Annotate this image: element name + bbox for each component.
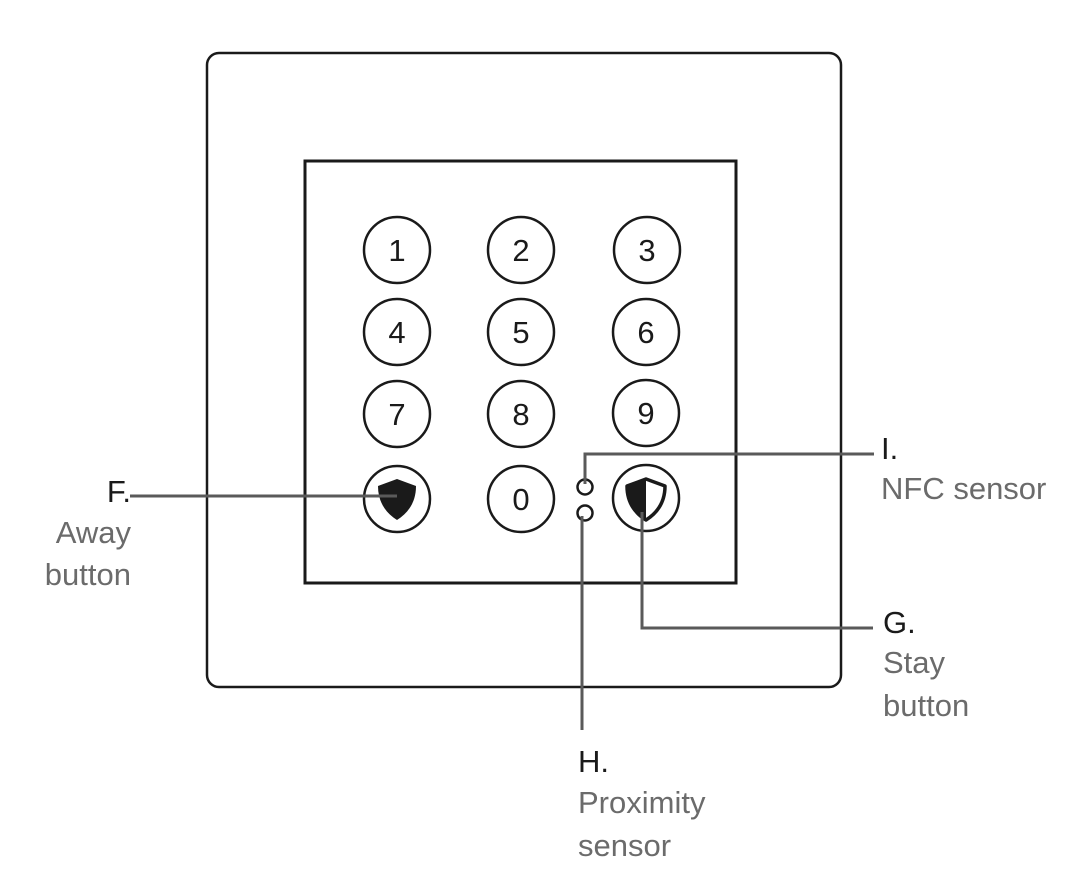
key-label: 8	[512, 397, 529, 432]
key-3[interactable]: 3	[612, 215, 682, 285]
callout-g: G. Stay button	[883, 605, 969, 723]
callout-desc: button	[45, 557, 131, 592]
key-9[interactable]: 9	[611, 378, 681, 448]
callout-letter: G.	[883, 605, 916, 640]
stay-button[interactable]	[611, 463, 681, 533]
callout-desc: NFC sensor	[881, 471, 1046, 506]
callout-f: F. Away button	[45, 474, 132, 592]
leader-line-i	[583, 452, 874, 484]
callout-letter: H.	[578, 744, 609, 779]
key-label: 6	[637, 315, 654, 350]
callout-letter: I.	[881, 431, 898, 466]
key-0[interactable]: 0	[486, 464, 556, 534]
key-label: 5	[512, 315, 529, 350]
key-5[interactable]: 5	[486, 297, 556, 367]
callout-i: I. NFC sensor	[881, 431, 1046, 506]
key-8[interactable]: 8	[486, 379, 556, 449]
leader-line-g	[640, 512, 873, 630]
callout-desc: Proximity	[578, 785, 706, 820]
key-1[interactable]: 1	[362, 215, 432, 285]
key-4[interactable]: 4	[362, 297, 432, 367]
callout-desc: sensor	[578, 828, 671, 863]
away-button[interactable]	[362, 464, 432, 534]
key-label: 2	[512, 233, 529, 268]
key-label: 9	[637, 396, 654, 431]
callout-h: H. Proximity sensor	[578, 744, 706, 863]
outer-frame	[205, 51, 843, 689]
shield-half-icon	[625, 477, 667, 522]
shield-full-icon	[378, 479, 416, 520]
key-label: 0	[512, 482, 529, 517]
callout-desc: button	[883, 688, 969, 723]
key-7[interactable]: 7	[362, 379, 432, 449]
callout-desc: Away	[56, 515, 132, 550]
proximity-sensor	[576, 504, 594, 522]
key-label: 3	[638, 233, 655, 268]
key-6[interactable]: 6	[611, 297, 681, 367]
key-label: 7	[388, 397, 405, 432]
callout-letter: F.	[107, 474, 131, 509]
keypad-panel	[303, 159, 738, 585]
callout-desc: Stay	[883, 645, 946, 680]
key-label: 1	[388, 233, 405, 268]
key-2[interactable]: 2	[486, 215, 556, 285]
key-label: 4	[388, 315, 405, 350]
